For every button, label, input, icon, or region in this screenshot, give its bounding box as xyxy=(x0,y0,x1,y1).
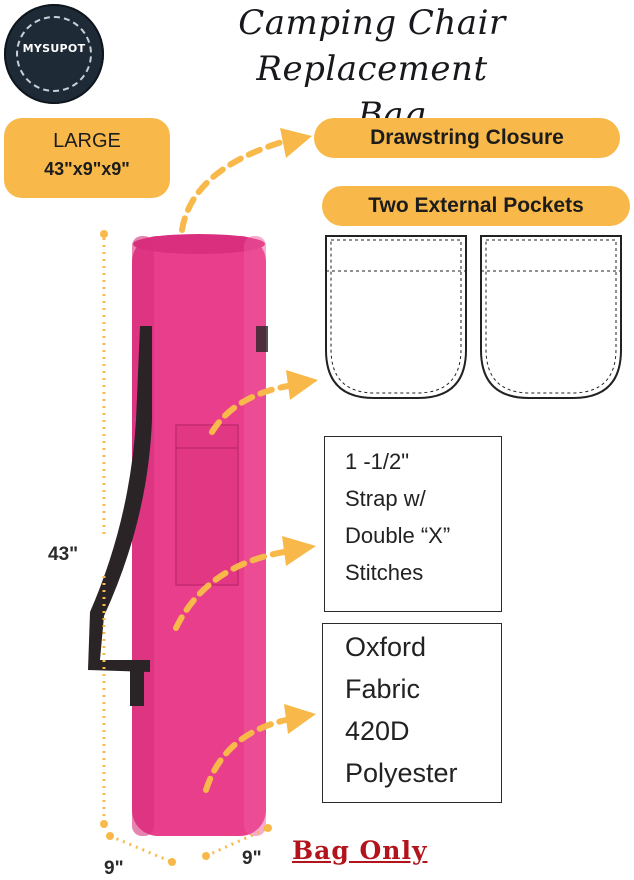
strap-feature-box: 1 -1/2" Strap w/ Double “X” Stitches xyxy=(324,436,502,612)
fabric-line-3: 420D xyxy=(345,716,410,746)
width-label: 9" xyxy=(104,858,124,879)
strap-line-1: 1 -1/2" xyxy=(345,449,410,474)
drawstring-closure-badge: Drawstring Closure xyxy=(314,118,620,158)
fabric-line-2: Fabric xyxy=(345,674,421,704)
arrow-to-drawstring-icon xyxy=(179,128,312,233)
height-dimension-line xyxy=(100,230,108,828)
bag-only-note: Bag Only xyxy=(292,836,428,865)
height-label: 43" xyxy=(48,544,79,565)
external-pockets-badge: Two External Pockets xyxy=(322,186,630,226)
size-dimensions: 43"x9"x9" xyxy=(44,159,130,179)
brand-logo: MYSUPOT xyxy=(4,4,104,104)
fabric-feature-box: Oxford Fabric 420D Polyester xyxy=(322,623,502,803)
bag-image xyxy=(88,234,268,836)
strap-line-4: Stitches xyxy=(345,560,424,585)
depth-label: 9" xyxy=(242,848,262,869)
logo-ring xyxy=(16,16,92,92)
arrow-to-pockets-icon xyxy=(209,370,318,435)
pocket-left-icon xyxy=(325,235,467,399)
pocket-right-icon xyxy=(480,235,622,399)
title-line-1: Camping Chair Replacement xyxy=(238,3,506,89)
strap-line-2: Strap w/ xyxy=(345,486,426,511)
size-badge: LARGE 43"x9"x9" xyxy=(4,118,170,198)
fabric-line-4: Polyester xyxy=(345,758,458,788)
base-dimension-lines xyxy=(106,824,272,866)
arrow-to-strap-icon xyxy=(173,536,316,631)
fabric-line-1: Oxford xyxy=(345,632,427,662)
size-label: LARGE xyxy=(53,130,121,152)
strap-line-3: Double “X” xyxy=(345,523,451,548)
arrow-to-fabric-icon xyxy=(203,704,316,793)
logo-text: MYSUPOT xyxy=(22,42,86,55)
